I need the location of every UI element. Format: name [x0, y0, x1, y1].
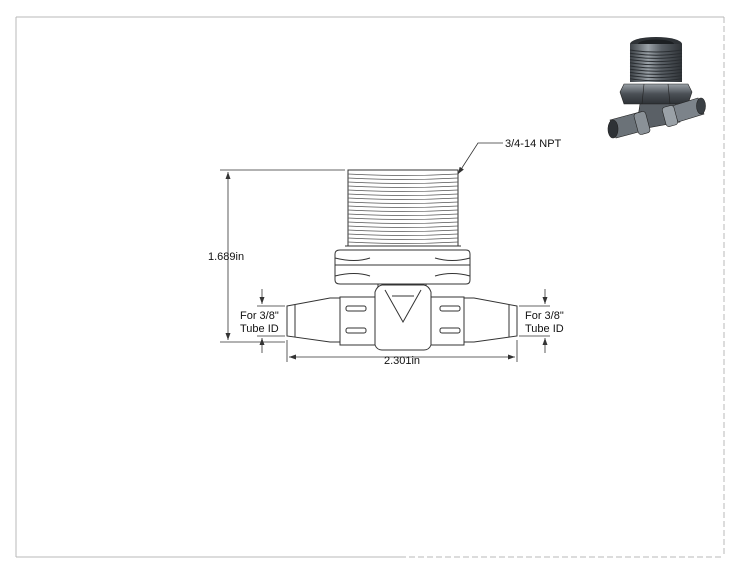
- iso-thread-line: [629, 65, 683, 69]
- isometric-render: [607, 37, 706, 139]
- thread-line: [347, 185, 459, 188]
- thread-line: [347, 177, 459, 180]
- thread-line: [347, 173, 459, 176]
- thread-line: [347, 201, 459, 204]
- thread-section: [345, 169, 461, 247]
- iso-thread-line: [629, 75, 683, 79]
- height-dimension-label: 1.689in: [208, 251, 244, 263]
- thread-line: [347, 213, 459, 216]
- sheet-border: [15, 16, 725, 558]
- thread-line: [347, 209, 459, 212]
- width-dimension-label: 2.301in: [384, 355, 420, 367]
- iso-thread-line: [629, 68, 683, 72]
- iso-thread-line: [629, 55, 683, 59]
- right-barb: [430, 296, 518, 346]
- thread-line: [347, 229, 459, 232]
- thread-line: [347, 237, 459, 240]
- thread-line: [347, 193, 459, 196]
- left-barb-label-line1: For 3/8": [240, 310, 279, 322]
- thread-line: [347, 233, 459, 236]
- thread-callout-label: 3/4-14 NPT: [505, 138, 562, 150]
- iso-thread-line: [629, 49, 683, 53]
- thread-line: [347, 241, 459, 244]
- thread-line: [347, 217, 459, 220]
- tee-body: [374, 284, 432, 351]
- thread-line: [347, 205, 459, 208]
- thread-line: [347, 225, 459, 228]
- iso-thread-line: [629, 78, 683, 82]
- right-barb-label-line1: For 3/8": [525, 310, 564, 322]
- hex-nut: [334, 249, 471, 285]
- thread-line: [347, 181, 459, 184]
- thread-line: [347, 189, 459, 192]
- thread-line: [347, 197, 459, 200]
- iso-thread-line: [629, 62, 683, 66]
- right-barb-label-line2: Tube ID: [525, 323, 564, 335]
- iso-thread-line: [629, 52, 683, 56]
- thread-line: [347, 221, 459, 224]
- dimensions: [220, 142, 550, 362]
- tee-fitting-front-view: [286, 169, 518, 351]
- left-barb-label-line2: Tube ID: [240, 323, 279, 335]
- iso-thread-line: [629, 59, 683, 63]
- iso-thread-line: [629, 71, 683, 75]
- left-barb: [286, 296, 376, 346]
